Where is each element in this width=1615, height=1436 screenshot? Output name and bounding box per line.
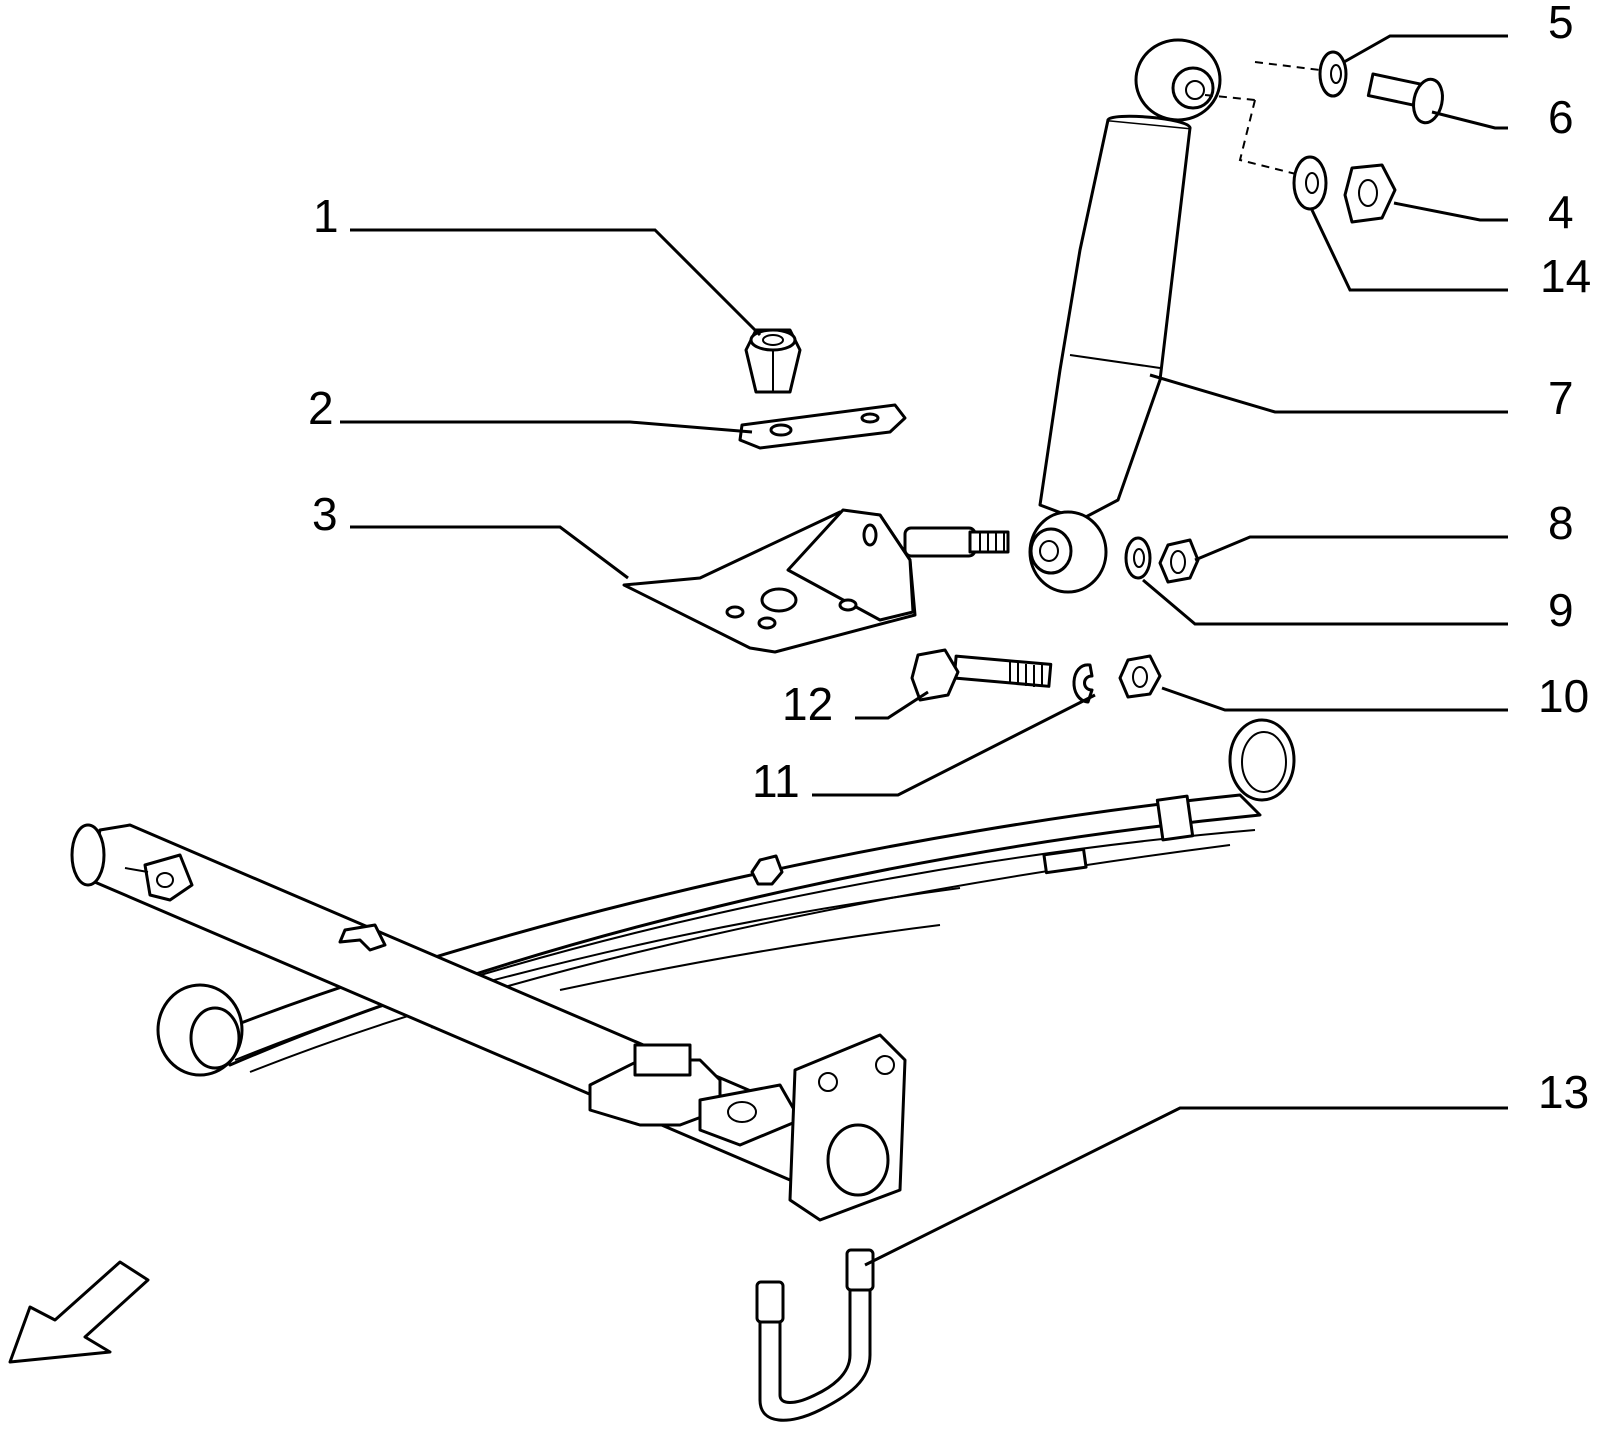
plate-icon (738, 403, 907, 450)
nut-icon (744, 328, 802, 394)
callout-10: 10 (1538, 670, 1589, 722)
u-bolt-icon (755, 1248, 875, 1422)
direction-arrow-icon (8, 1260, 150, 1364)
nut-icon (1118, 654, 1162, 699)
callout-11: 11 (752, 755, 800, 807)
shock-absorber-icon (1028, 38, 1222, 594)
leaf-spring-icon (156, 718, 1296, 1077)
bolt-icon (1366, 72, 1444, 125)
callout-13: 13 (1538, 1066, 1589, 1118)
callout-3: 3 (312, 488, 338, 540)
callout-1: 1 (313, 190, 339, 242)
callout-6: 6 (1548, 91, 1574, 143)
callout-8: 8 (1548, 497, 1574, 549)
leader-lines (340, 34, 1508, 1267)
bolt-icon (910, 648, 1053, 702)
washer-icon (1318, 50, 1348, 98)
callout-labels: 1 2 3 4 5 6 7 8 9 10 11 12 13 14 (308, 0, 1591, 1118)
callout-12: 12 (782, 678, 833, 730)
washer-icon (1124, 536, 1152, 580)
washer-icon (1292, 155, 1328, 211)
callout-4: 4 (1548, 186, 1574, 238)
callout-9: 9 (1548, 584, 1574, 636)
callout-14: 14 (1540, 250, 1591, 302)
callout-5: 5 (1548, 0, 1574, 48)
callout-2: 2 (308, 382, 334, 434)
bracket-icon (622, 508, 1010, 654)
nut-icon (1158, 538, 1200, 584)
axle-icon (70, 823, 907, 1222)
nut-icon (1343, 163, 1397, 224)
callout-7: 7 (1548, 372, 1574, 424)
